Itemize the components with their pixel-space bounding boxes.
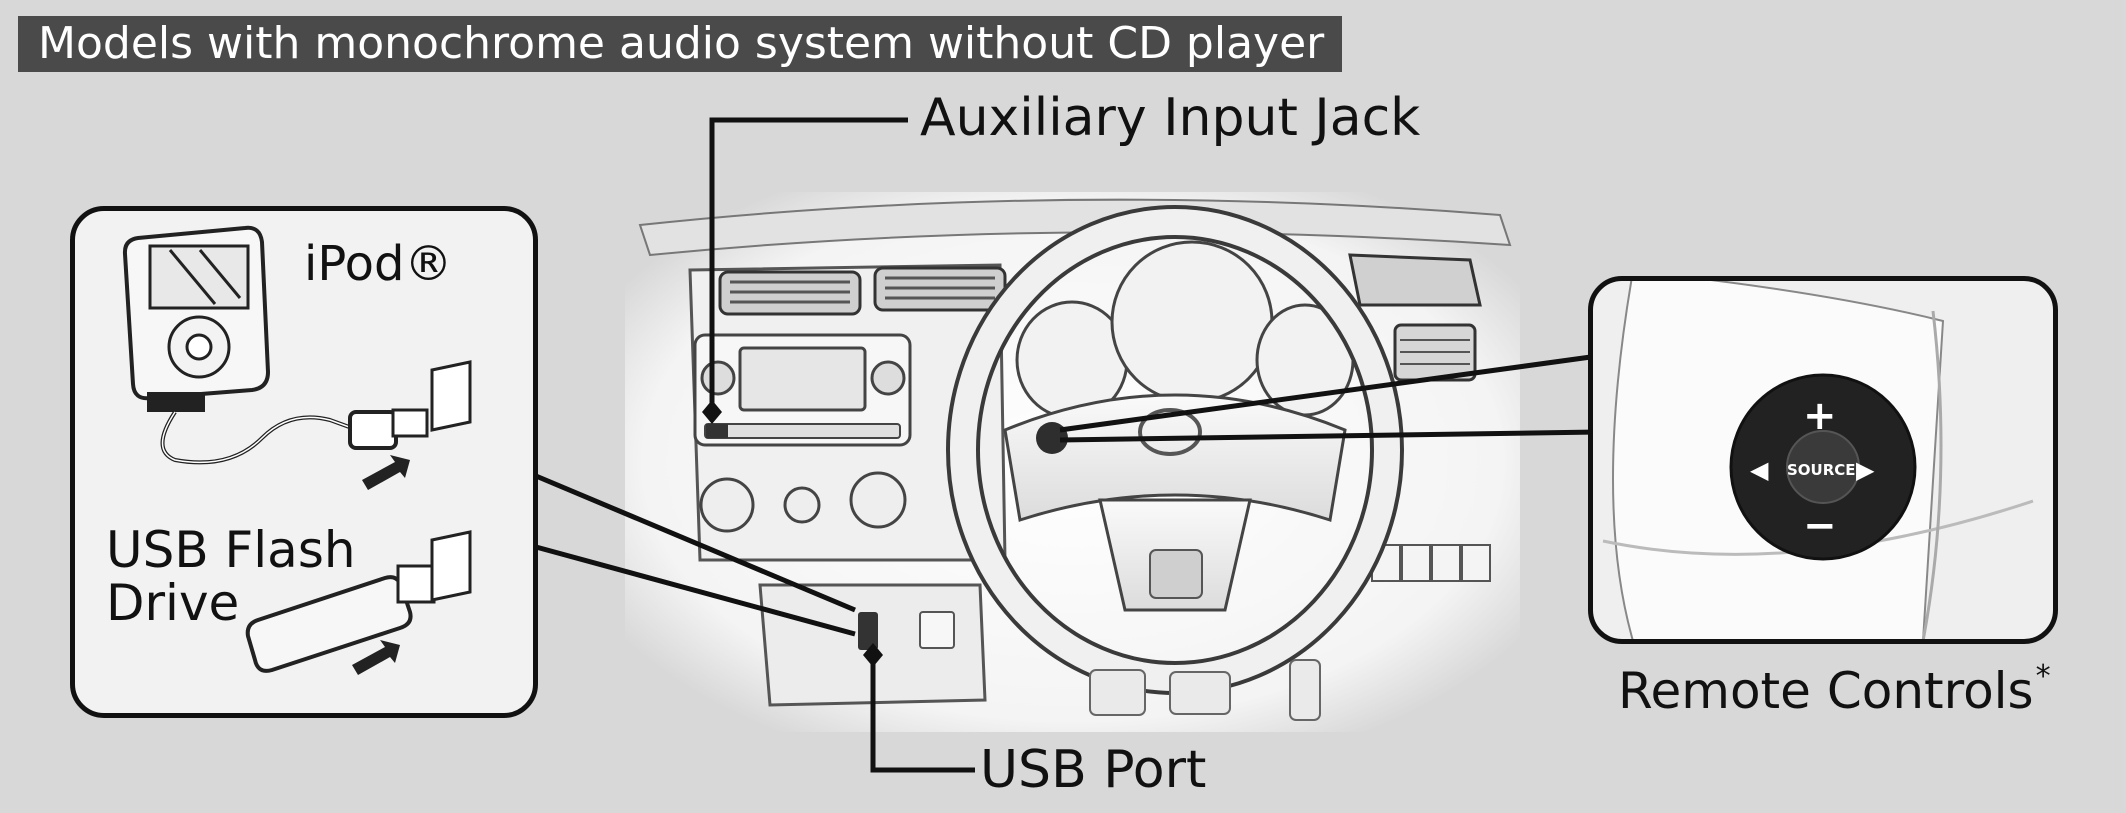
source-button: [1786, 430, 1860, 504]
usb-flash-drive-label: USB Flash Drive: [106, 524, 356, 629]
leader-lines: [535, 117, 1599, 773]
audio-unit: [693, 333, 912, 447]
ipod-icon: [122, 225, 472, 490]
remote-left[interactable]: ◀: [1750, 456, 1769, 484]
brand-emblem: [1138, 408, 1202, 456]
footnote-asterisk: *: [2035, 659, 2051, 694]
pedals: [1089, 659, 1321, 721]
usb-port-socket: [858, 612, 878, 650]
remote-minus[interactable]: −: [1803, 503, 1837, 549]
aux-jack-label: Auxiliary Input Jack: [920, 88, 1421, 148]
gauge-cluster: [1015, 240, 1355, 420]
remote-controls-callout: [1588, 276, 2058, 644]
section-banner: Models with monochrome audio system with…: [18, 16, 1342, 72]
ipod-label: iPod®: [304, 236, 453, 292]
usb-flash-drive-icon: [245, 530, 472, 675]
right-switches: [1371, 544, 1491, 582]
remote-right[interactable]: ▶: [1856, 456, 1875, 484]
climate-controls: [699, 471, 907, 533]
remote-controls-illustration: [1602, 281, 2034, 639]
remote-plus[interactable]: +: [1803, 393, 1837, 439]
usb-flash-drive-label-line2: Drive: [106, 573, 240, 632]
usb-port-label: USB Port: [980, 740, 1207, 800]
dash-top: [638, 198, 1512, 257]
remote-controls-text: Remote Controls: [1618, 662, 2034, 720]
remote-source[interactable]: SOURCE: [1787, 461, 1856, 479]
remote-controls-label: Remote Controls*: [1618, 662, 2051, 717]
usb-flash-drive-label-line1: USB Flash: [106, 521, 356, 579]
